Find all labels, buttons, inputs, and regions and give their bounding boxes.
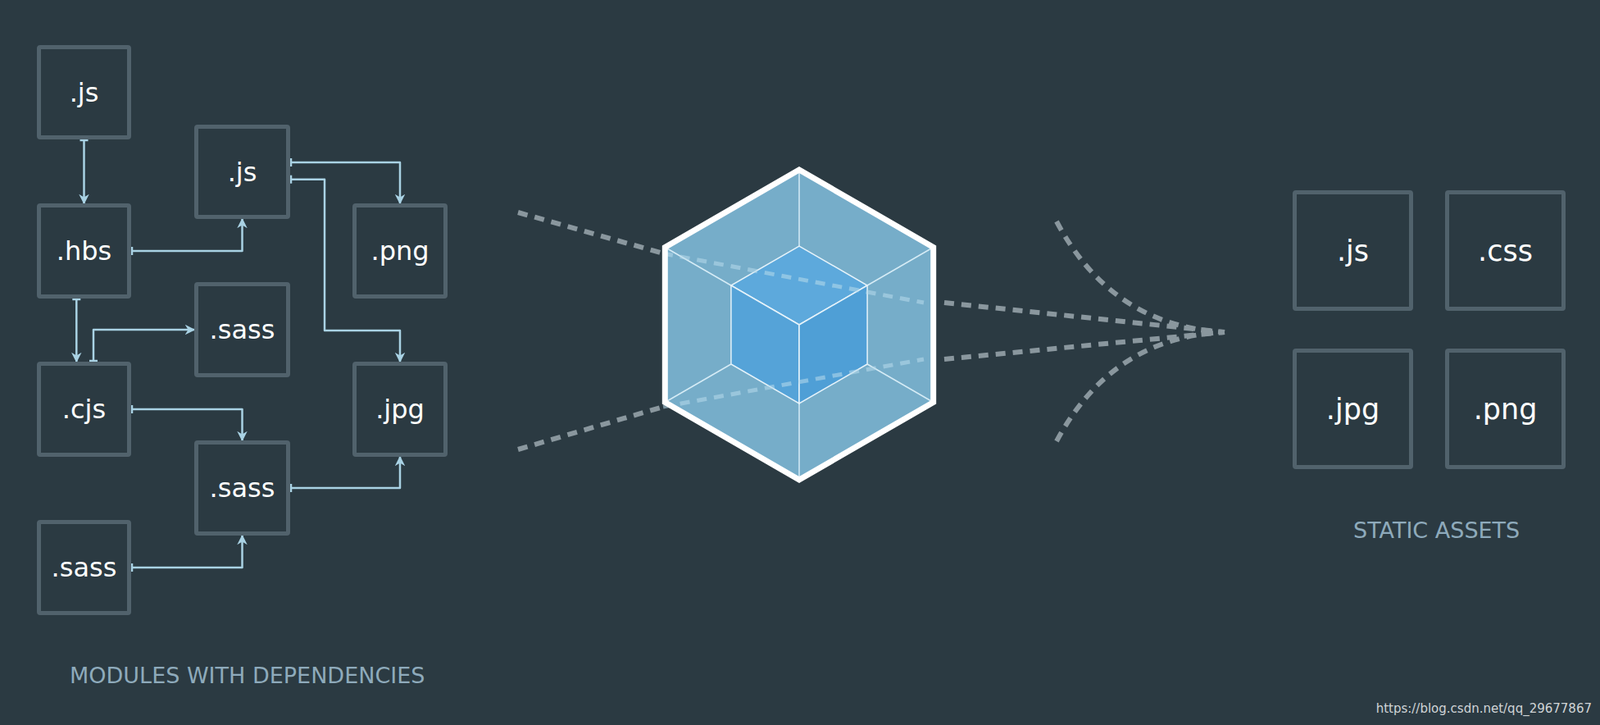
watermark: https://blog.csdn.net/qq_29677867 <box>1376 700 1592 716</box>
file-extension: .cjs <box>62 393 106 425</box>
file-type-box: .js <box>36 45 132 140</box>
file-extension: .hbs <box>56 235 112 267</box>
file-type-box: .jpg <box>352 361 448 457</box>
file-type-box: .js <box>194 124 291 219</box>
file-extension: .sass <box>209 313 276 346</box>
file-extension: .css <box>1477 234 1533 268</box>
dependency-arrow <box>290 456 400 492</box>
file-type-box: .cjs <box>36 361 132 457</box>
file-type-box: .sass <box>36 519 132 615</box>
file-extension: .jpg <box>375 393 425 425</box>
file-extension: .sass <box>209 472 276 504</box>
file-extension: .js <box>1336 234 1369 268</box>
dependency-arrow <box>80 139 89 204</box>
file-type-box: .css <box>1445 190 1566 311</box>
file-type-box: .png <box>352 203 448 299</box>
file-type-box: .js <box>1292 190 1414 311</box>
file-type-box: .jpg <box>1292 348 1414 469</box>
file-extension: .png <box>1473 392 1538 426</box>
dependency-arrow <box>131 404 243 441</box>
dependency-arrow <box>131 218 243 255</box>
file-type-box: .sass <box>194 440 291 536</box>
dependency-arrow <box>89 329 195 362</box>
file-extension: .jpg <box>1326 392 1380 426</box>
section-caption: MODULES WITH DEPENDENCIES <box>69 662 425 688</box>
file-type-box: .png <box>1445 348 1566 469</box>
webpack-cube-logo <box>663 169 934 480</box>
file-extension: .js <box>69 77 100 109</box>
file-type-box: .hbs <box>36 203 132 299</box>
dependency-arrow <box>131 535 243 572</box>
file-extension: .png <box>370 235 429 267</box>
file-extension: .js <box>227 156 258 188</box>
file-extension: .sass <box>51 551 118 583</box>
file-type-box: .sass <box>194 281 291 378</box>
dependency-arrow <box>72 298 81 362</box>
dependency-arrow <box>290 158 400 204</box>
section-caption: STATIC ASSETS <box>1353 517 1520 543</box>
